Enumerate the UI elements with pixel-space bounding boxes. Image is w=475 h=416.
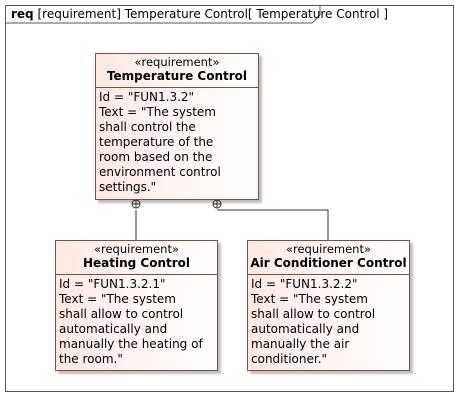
property-line: room based on the bbox=[99, 150, 213, 164]
block-name: Air Conditioner Control bbox=[250, 256, 407, 270]
property-line: shall control the bbox=[99, 120, 196, 134]
frame-header: req [requirement] Temperature Control[ T… bbox=[5, 5, 398, 23]
property-line: automatically and bbox=[59, 322, 168, 336]
frame-keyword: req bbox=[11, 7, 34, 21]
property-line: Text = "The system bbox=[99, 105, 216, 119]
property-line: shall allow to control bbox=[251, 307, 376, 321]
frame-title: [requirement] Temperature Control[ Tempe… bbox=[37, 7, 389, 21]
block-stereotype: «requirement» bbox=[93, 242, 180, 256]
property-line: shall allow to control bbox=[59, 307, 184, 321]
block-name: Temperature Control bbox=[106, 69, 248, 83]
block-properties: Id = "FUN1.3.2" Text = "The system shall… bbox=[96, 88, 258, 197]
block-header: «requirement» Temperature Control bbox=[96, 54, 258, 88]
requirement-temperature-control[interactable]: «requirement» Temperature Control Id = "… bbox=[95, 53, 259, 200]
requirement-air-conditioner-control[interactable]: «requirement» Air Conditioner Control Id… bbox=[247, 240, 410, 371]
property-line: temperature of the bbox=[99, 135, 214, 149]
block-header: «requirement» Air Conditioner Control bbox=[248, 241, 409, 275]
requirement-heating-control[interactable]: «requirement» Heating Control Id = "FUN1… bbox=[55, 240, 218, 371]
block-properties: Id = "FUN1.3.2.2" Text = "The system sha… bbox=[248, 275, 409, 369]
containment-marker-aircon bbox=[212, 199, 222, 209]
containment-line-aircon bbox=[217, 209, 329, 240]
property-line: Text = "The system bbox=[251, 292, 368, 306]
frame-tab bbox=[5, 5, 321, 24]
property-line: automatically and bbox=[251, 322, 360, 336]
property-line: conditioner." bbox=[251, 352, 328, 366]
property-line: Text = "The system bbox=[59, 292, 176, 306]
block-properties: Id = "FUN1.3.2.1" Text = "The system sha… bbox=[56, 275, 217, 369]
property-line: settings." bbox=[99, 180, 157, 194]
property-line: manually the heating of bbox=[59, 337, 203, 351]
block-stereotype: «requirement» bbox=[285, 242, 372, 256]
containment-marker-heating bbox=[131, 199, 141, 209]
block-header: «requirement» Heating Control bbox=[56, 241, 217, 275]
block-name: Heating Control bbox=[82, 256, 191, 270]
block-stereotype: «requirement» bbox=[134, 55, 220, 69]
property-line: Id = "FUN1.3.2.2" bbox=[251, 277, 358, 291]
property-line: the room." bbox=[59, 352, 123, 366]
property-line: environment control bbox=[99, 165, 221, 179]
property-line: Id = "FUN1.3.2" bbox=[99, 90, 195, 104]
property-line: Id = "FUN1.3.2.1" bbox=[59, 277, 166, 291]
property-line: manually the air bbox=[251, 337, 350, 351]
